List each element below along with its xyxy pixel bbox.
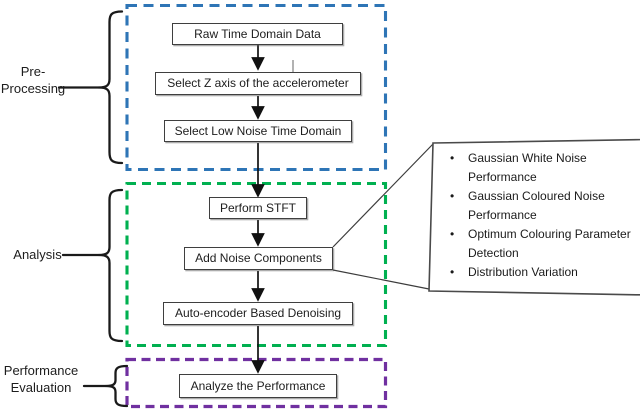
callout-item-text: Optimum Colouring Parameter Detection [468, 227, 631, 260]
flow-box-analyze-performance: Analyze the Performance [179, 374, 337, 398]
flow-box-perform-stft: Perform STFT [209, 197, 307, 219]
section-label-pre-processing: Pre- Processing [0, 64, 66, 96]
callout-box [428, 138, 640, 296]
callout-connector-lines [332, 143, 434, 290]
pre-processing-boundary [125, 3, 388, 172]
flow-box-add-noise-components: Add Noise Components [184, 247, 333, 270]
callout-item: • Gaussian Coloured Noise Performance [450, 187, 640, 225]
bullet-icon: • [450, 189, 455, 203]
flow-box-autoencoder-denoising: Auto-encoder Based Denoising [163, 302, 353, 325]
performance-evaluation-boundary [125, 357, 388, 409]
section-brace-icons [57, 10, 129, 408]
section-label-performance-evaluation: Performance Evaluation [3, 363, 79, 395]
callout-item: • Distribution Variation [450, 263, 640, 282]
section-label-analysis: Analysis [13, 247, 62, 262]
callout-item-text: Gaussian Coloured Noise Performance [468, 189, 605, 222]
flow-box-select-z-axis: Select Z axis of the accelerometer [155, 72, 361, 95]
flow-box-raw-time-domain-data: Raw Time Domain Data [172, 23, 343, 45]
callout-item: • Optimum Colouring Parameter Detection [450, 225, 640, 263]
flow-box-select-low-noise: Select Low Noise Time Domain [164, 120, 352, 142]
callout-item: • Gaussian White Noise Performance [450, 149, 640, 187]
callout-item-text: Gaussian White Noise Performance [468, 151, 587, 184]
bullet-icon: • [450, 151, 455, 165]
bullet-icon: • [450, 265, 455, 279]
bullet-icon: • [450, 227, 455, 241]
callout-list: • Gaussian White Noise Performance • Gau… [450, 149, 640, 282]
callout-item-text: Distribution Variation [468, 265, 578, 279]
